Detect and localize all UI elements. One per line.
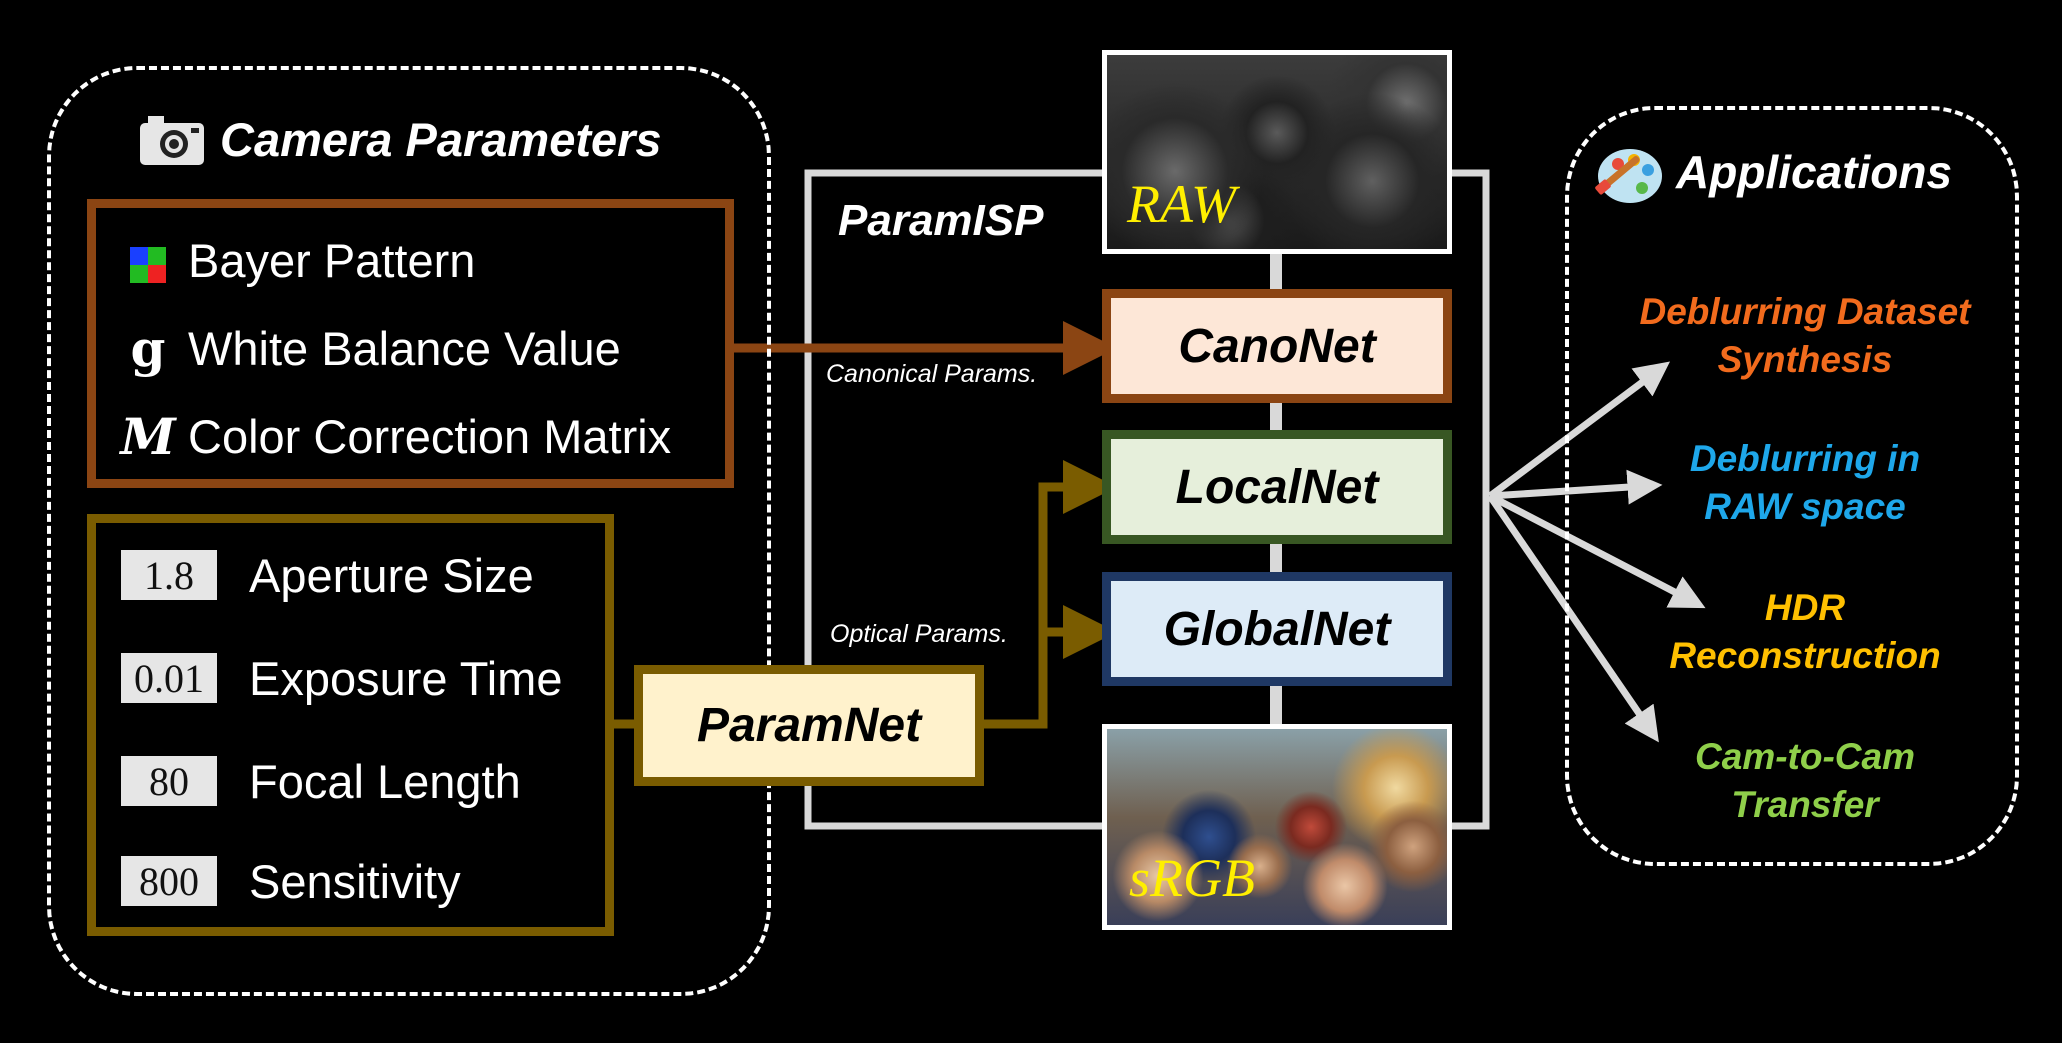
canonical-param-row: Bayer Pattern: [118, 230, 475, 290]
camera-parameters-title: Camera Parameters: [220, 112, 662, 166]
focal-length-value-chip: 80: [121, 756, 217, 806]
paramnet-to-localnet-arrow: [978, 460, 1117, 729]
application-line1: HDR: [1764, 587, 1846, 628]
application-item: Deblurring in RAW space: [1610, 435, 2000, 531]
application-line1: Cam-to-Cam: [1695, 736, 1915, 777]
camera-icon: [140, 116, 204, 165]
optical-param-row: 0.01 Exposure Time: [121, 648, 562, 708]
optical-param-label: Sensitivity: [249, 854, 461, 908]
palette-icon: [1595, 149, 1662, 203]
bayer-pattern-icon: [118, 231, 178, 290]
applications-title: Applications: [1676, 146, 1953, 198]
application-line2: Transfer: [1731, 784, 1879, 825]
canonical-params-box: [87, 199, 734, 488]
application-item: HDR Reconstruction: [1610, 584, 2000, 680]
globalnet-block: GlobalNet: [1102, 572, 1452, 686]
optical-param-label: Focal Length: [249, 754, 521, 808]
optical-param-row: 800 Sensitivity: [121, 851, 461, 911]
applications-panel: [1565, 106, 2019, 866]
camera-parameters-panel: [47, 66, 771, 996]
application-item: Deblurring Dataset Synthesis: [1610, 288, 2000, 384]
application-line2: Reconstruction: [1669, 635, 1941, 676]
srgb-image: sRGB: [1102, 724, 1452, 930]
applications-header: Applications: [1592, 138, 1952, 206]
application-line1: Deblurring Dataset: [1639, 291, 1971, 332]
canonet-block: CanoNet: [1102, 289, 1452, 403]
canonical-params-label: Canonical Params.: [826, 360, 1038, 388]
optical-param-row: 1.8 Aperture Size: [121, 545, 534, 605]
sensitivity-value-chip: 800: [121, 856, 217, 906]
localnet-block: LocalNet: [1102, 430, 1452, 544]
paramisp-frame-right: [1448, 169, 1490, 830]
application-line2: Synthesis: [1717, 339, 1893, 380]
application-item: Cam-to-Cam Transfer: [1610, 733, 2000, 829]
raw-label: RAW: [1127, 174, 1236, 234]
canonical-param-label: Color Correction Matrix: [188, 409, 672, 463]
srgb-label: sRGB: [1129, 848, 1255, 908]
paramisp-frame: [804, 169, 1104, 830]
canonical-param-label: White Balance Value: [188, 321, 621, 375]
application-line2: RAW space: [1704, 486, 1906, 527]
optical-params-box: [87, 514, 614, 936]
canonical-param-row: M Color Correction Matrix: [118, 406, 671, 466]
color-correction-symbol: M: [120, 406, 176, 466]
paramisp-title: ParamISP: [838, 196, 1044, 245]
white-balance-symbol: g: [130, 318, 166, 378]
exposure-value-chip: 0.01: [121, 653, 217, 703]
canonical-param-row: g White Balance Value: [118, 318, 621, 378]
optical-param-label: Aperture Size: [249, 548, 534, 602]
application-line1: Deblurring in: [1689, 438, 1921, 479]
aperture-value-chip: 1.8: [121, 550, 217, 600]
raw-image: RAW: [1102, 50, 1452, 254]
optical-params-label: Optical Params.: [830, 620, 1008, 648]
camera-parameters-header: Camera Parameters: [138, 108, 662, 170]
optical-param-row: 80 Focal Length: [121, 751, 521, 811]
paramnet-block: ParamNet: [634, 665, 984, 786]
canonical-param-label: Bayer Pattern: [188, 233, 476, 287]
optical-param-label: Exposure Time: [249, 651, 563, 705]
